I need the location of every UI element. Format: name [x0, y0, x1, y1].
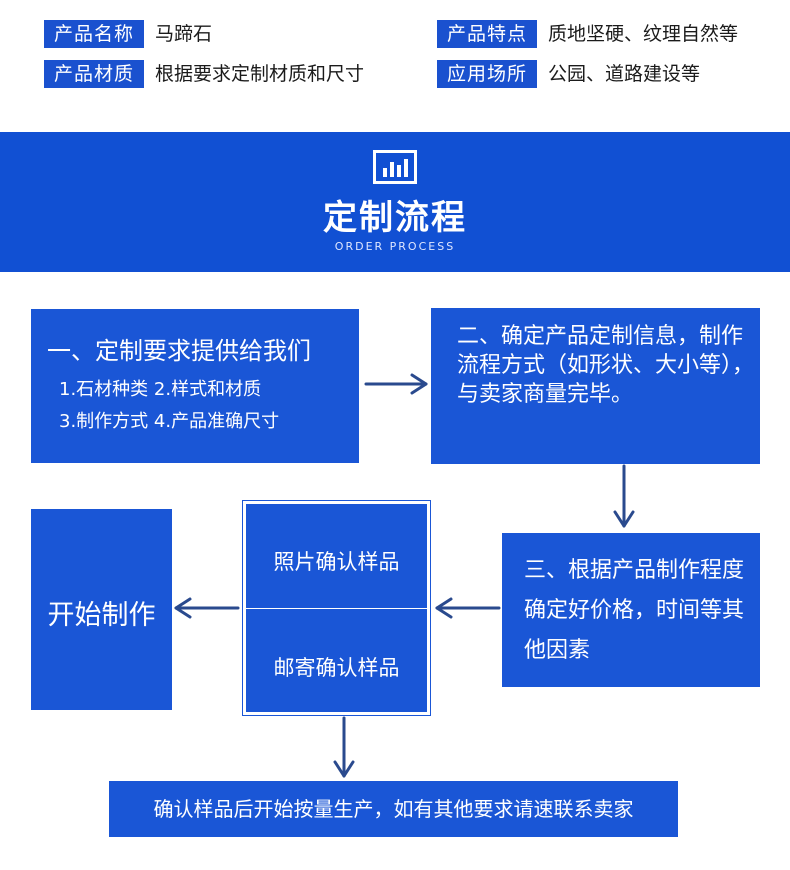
start-production-text: 开始制作	[47, 600, 156, 631]
mail-confirm-option: 邮寄确认样品	[273, 656, 400, 680]
spec-value-feature: 质地坚硬、纹理自然等	[548, 23, 739, 45]
step-1-heading: 一、定制要求提供给我们	[47, 337, 311, 365]
spec-label-usage: 应用场所	[437, 60, 537, 88]
step-3-box: 三、根据产品制作程度确定好价格，时间等其他因素	[502, 533, 760, 687]
step-3-text: 三、根据产品制作程度确定好价格，时间等其他因素	[524, 558, 745, 663]
option-divider	[246, 608, 427, 609]
bar-chart-icon	[373, 150, 417, 184]
sample-confirm-box: 照片确认样品 邮寄确认样品	[242, 500, 431, 716]
step-1-box: 一、定制要求提供给我们 1.石材种类 2.样式和材质 3.制作方式 4.产品准确…	[31, 309, 359, 463]
arrow-left-1-head	[435, 597, 453, 619]
step-2-box: 二、确定产品定制信息，制作流程方式（如形状、大小等），与卖家商量完毕。	[431, 308, 760, 464]
arrow-right-head	[410, 373, 428, 395]
step-2-text: 二、确定产品定制信息，制作流程方式（如形状、大小等），与卖家商量完毕。	[457, 324, 755, 407]
start-production-box: 开始制作	[31, 509, 172, 710]
spec-label-material: 产品材质	[44, 60, 144, 88]
spec-value-name: 马蹄石	[155, 23, 213, 45]
arrow-down-head	[613, 510, 635, 528]
order-process-banner	[0, 132, 790, 272]
step-1-line-1: 1.石材种类 2.样式和材质	[59, 379, 262, 400]
spec-label-feature: 产品特点	[437, 20, 537, 48]
spec-value-material: 根据要求定制材质和尺寸	[155, 63, 365, 85]
spec-label-name: 产品名称	[44, 20, 144, 48]
photo-confirm-option: 照片确认样品	[273, 550, 400, 574]
step-1-line-2: 3.制作方式 4.产品准确尺寸	[59, 411, 280, 432]
footer-bar: 确认样品后开始按量生产，如有其他要求请速联系卖家	[109, 781, 678, 837]
arrow-left-2-head	[174, 597, 192, 619]
spec-value-usage: 公园、道路建设等	[548, 63, 701, 85]
banner-subtitle: ORDER PROCESS	[334, 240, 456, 253]
arrow-down-2-head	[333, 760, 355, 778]
banner-title: 定制流程	[323, 198, 467, 238]
